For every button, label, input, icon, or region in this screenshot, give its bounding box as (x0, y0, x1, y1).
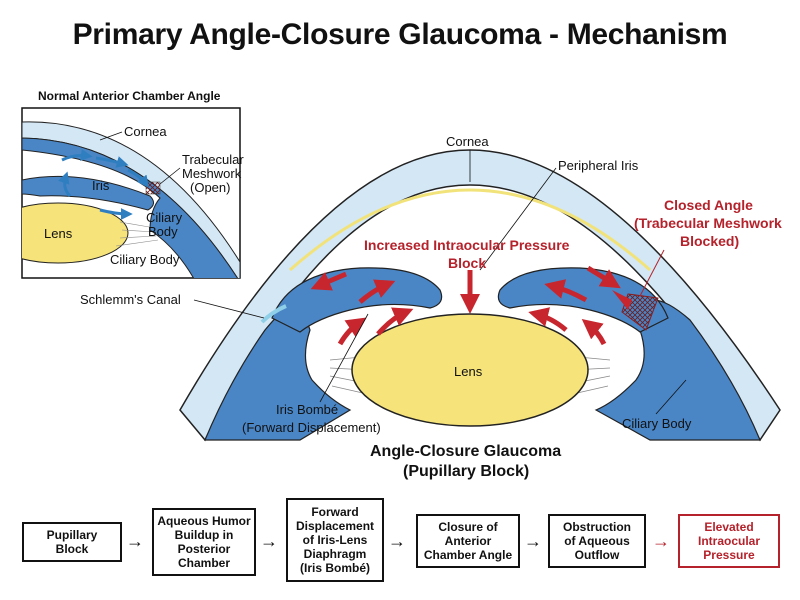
inset-label-cornea: Cornea (124, 124, 167, 139)
inset-trabecular-meshwork (145, 181, 161, 195)
label-cornea: Cornea (446, 134, 489, 149)
inset-label-trabecular-3: (Open) (190, 180, 230, 195)
page-title: Primary Angle-Closure Glaucoma - Mechani… (72, 18, 728, 51)
inset-aqueous-flow (58, 149, 149, 220)
label-closed-3: Blocked) (680, 233, 739, 249)
cornea-endothelium (289, 188, 651, 272)
label-lens: Lens (454, 364, 483, 379)
label-iris-bombe-1: Iris Bombé (276, 402, 338, 417)
inset-lens (22, 202, 129, 264)
inset-title: Normal Anterior Chamber Angle (38, 89, 221, 103)
inset-iris (22, 175, 154, 211)
flow-step-aqueous-buildup: Aqueous Humor Buildup in Posterior Chamb… (152, 508, 256, 576)
label-closed-1: Closed Angle (664, 197, 753, 213)
caption-line-2: (Pupillary Block) (403, 463, 529, 480)
inset-label-ciliary-1: Ciliary (146, 210, 183, 225)
flow-step-pupillary-block: Pupillary Block (22, 522, 122, 562)
closed-angle-marker (612, 290, 632, 310)
inset-label-ciliary-2: Body (148, 224, 178, 239)
inset-label-lens: Lens (44, 226, 73, 241)
flow-arrow-1: → (126, 531, 144, 551)
label-ciliary-body: Ciliary Body (622, 416, 692, 431)
flow-step-forward-displacement: Forward Displacement of Iris-Lens Diaphr… (286, 498, 384, 582)
flow-step-outflow-obstruction: Obstruction of Aqueous Outflow (548, 514, 646, 568)
inset-label-ciliary-body: Ciliary Body (110, 252, 180, 267)
pressure-arrows (310, 265, 621, 346)
flow-step-elevated-iop: Elevated Intraocular Pressure (678, 514, 780, 568)
label-closed-2: (Trabecular Meshwork (634, 215, 782, 231)
label-peripheral-iris: Peripheral Iris (558, 158, 639, 173)
label-iris-bombe-2: (Forward Displacement) (242, 420, 381, 435)
flow-arrow-4: → (524, 531, 542, 551)
label-pressure-1: Increased Intraocular Pressure (364, 237, 570, 253)
flow-arrow-5: → (652, 531, 670, 551)
flow-step-angle-closure: Closure of Anterior Chamber Angle (416, 514, 520, 568)
caption-line-1: Angle-Closure Glaucoma (370, 443, 561, 460)
flow-arrow-2: → (260, 531, 278, 551)
schlemms-canal (260, 304, 287, 324)
flow-arrow-3: → (388, 531, 406, 551)
label-schlemms-canal: Schlemm's Canal (80, 292, 181, 307)
inset-label-trabecular-1: Trabecular (182, 152, 244, 167)
label-pressure-2: Block (448, 255, 486, 271)
trabecular-meshwork-blocked (621, 293, 659, 331)
inset-label-trabecular-2: Meshwork (182, 166, 242, 181)
inset-label-iris: Iris (92, 178, 110, 193)
lens (351, 313, 589, 427)
inset-zonules (115, 221, 159, 247)
